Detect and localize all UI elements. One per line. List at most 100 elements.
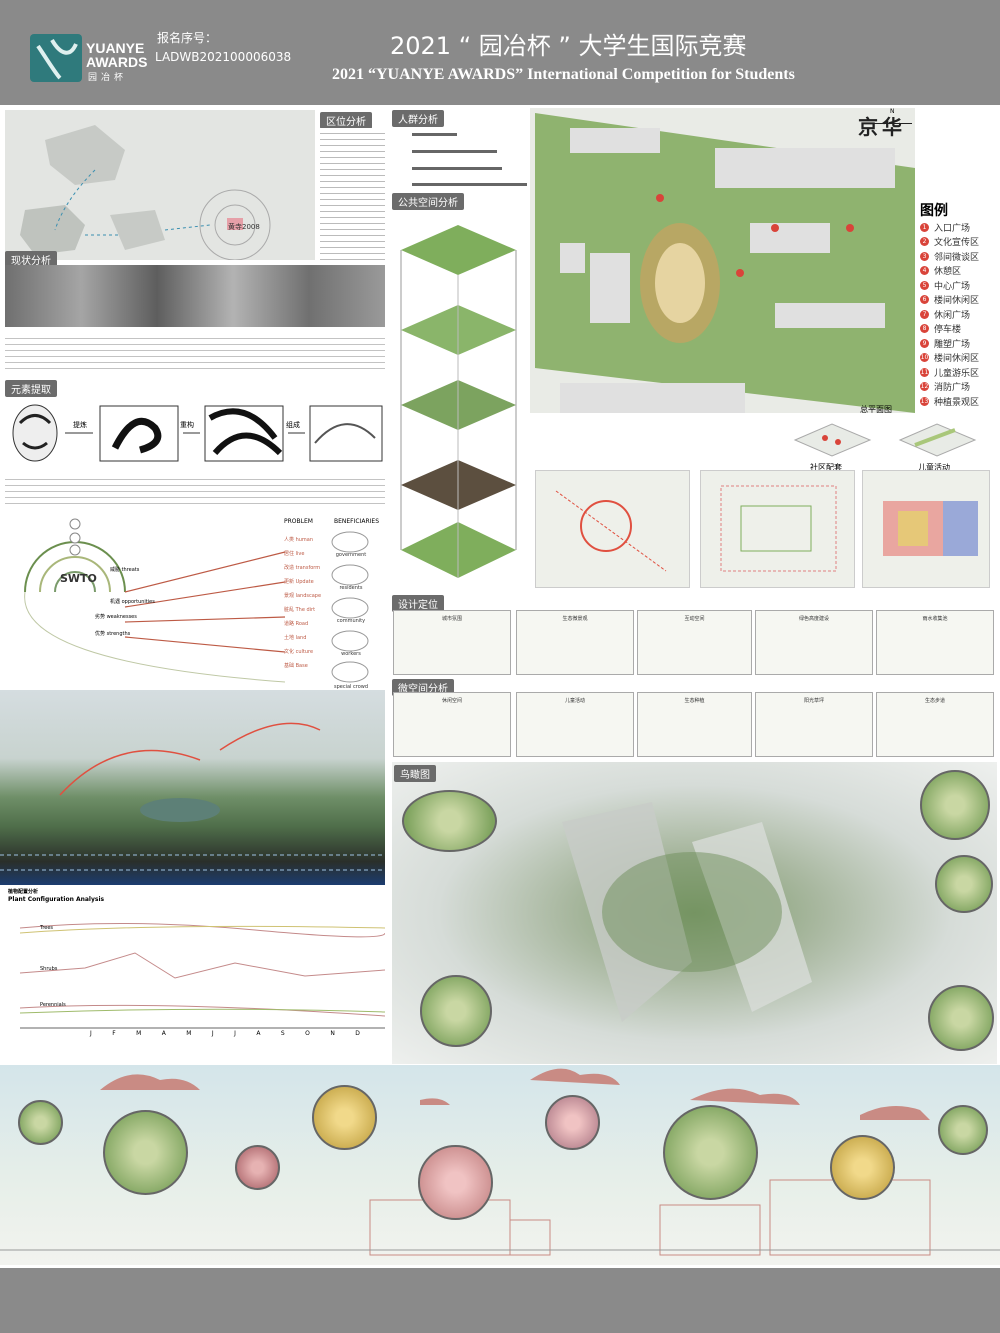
north-arrow-icon [862,123,912,124]
swot-ring-opportunities: 机遇 opportunities [110,599,155,605]
month-label: J [90,1030,92,1037]
problem-item: 居住 live [284,551,305,557]
month-label: M [136,1030,142,1037]
legend-marker-icon: 4 [920,266,929,276]
micro-card: 生态步道 [876,692,994,757]
swot-ring-strengths: 优势 strengths [95,631,131,637]
project-name: 京华 [858,115,906,139]
community-caption: 社区配套 [810,463,842,472]
micro-card: 休闲空间 [393,692,511,757]
community-diagram [790,420,875,460]
plant-configuration-chart [5,888,386,1038]
aerial-detail-circle [920,770,990,840]
design-card: 城市氛围 [393,610,511,675]
title-chinese: 2021 “ 园冶杯 ” 大学生国际竞赛 [390,32,747,60]
elements-diagram [5,398,385,468]
step-compose-label: 组成 [286,421,300,429]
yuanye-logo-icon [30,34,82,82]
tree-detail-circle [312,1085,377,1150]
design-card: 绿色高度建设 [755,610,873,675]
legend-marker-icon: 10 [920,353,929,363]
children-caption: 儿童活动 [918,463,950,472]
month-label: S [280,1030,285,1037]
aerial-detail-circle [420,975,492,1047]
month-label: A [161,1030,166,1037]
elements-text-block [5,474,385,506]
month-label: J [211,1030,214,1037]
legend-title: 图例 [920,203,948,219]
beneficiary-item: residents [339,585,363,591]
location-text-block [320,128,385,260]
rain-garden-section-illustration [0,690,385,885]
tree-detail-circle [663,1105,758,1200]
status-section-title: 现状分析 [5,251,57,268]
legend-marker-icon: 13 [920,396,929,406]
status-text-block [5,333,385,369]
legend-marker-icon: 8 [920,324,929,334]
plant-row-perennials: Perennials [40,1002,66,1008]
step-reconstruct-label: 重构 [180,421,194,429]
beneficiary-item: special crowd [333,684,369,690]
aerial-detail-circle [402,790,497,852]
public-space-section-title: 公共空间分析 [392,193,464,210]
plant-config-title-en: Plant Configuration Analysis [8,896,105,903]
problem-item: 景观 landscape [284,593,322,599]
logo-line3: 园冶杯 [88,73,128,83]
month-label: O [305,1030,310,1037]
legend-marker-icon: 5 [920,280,929,290]
tree-detail-circle [18,1100,63,1145]
logo-line1: YUANYE [86,40,145,56]
tree-detail-circle [938,1105,988,1155]
tree-detail-circle [103,1110,188,1195]
beneficiary-item: government [335,552,367,558]
elements-section-title: 元素提取 [5,380,57,397]
aerial-detail-circle [935,855,993,913]
aerial-section-title: 鸟瞰图 [394,765,436,782]
master-plan-caption: 总平面图 [860,405,892,414]
problem-item: 基础 Base [284,663,308,669]
location-map [5,110,315,261]
problem-item: 土地 land [284,635,307,641]
registration-number: LADWB202100006038 [155,50,292,64]
step-extract-label: 提炼 [73,421,87,429]
design-position-section-title: 设计定位 [392,595,444,612]
location-section-title: 区位分析 [320,112,372,129]
problem-item: 道路 Road [284,621,309,627]
swot-center-label: SWTO [60,572,97,585]
legend-marker-icon: 2 [920,237,929,247]
tree-detail-circle [545,1095,600,1150]
analysis-plan-2 [700,470,855,588]
micro-card: 阳光草坪 [755,692,873,757]
design-card: 生态微景观 [516,610,634,675]
children-diagram [895,420,980,460]
logo-line2: AWARDS [86,54,148,70]
month-axis: J F M A M J J A S O N D [90,1030,360,1037]
problem-item: 改造 transform [284,565,321,571]
problem-item: 文化 culture [284,649,314,655]
plant-row-shrubs: Shrubs [40,966,58,972]
legend-marker-icon: 6 [920,295,929,305]
crowd-section-title: 人群分析 [392,110,444,127]
month-label: J [234,1030,236,1037]
title-english: 2021 “YUANYE AWARDS” International Compe… [332,66,795,83]
tree-detail-circle [235,1145,280,1190]
micro-card: 儿童活动 [516,692,634,757]
legend-marker-icon: 9 [920,338,929,348]
tree-detail-circle [830,1135,895,1200]
micro-space-section-title: 微空间分析 [392,679,454,696]
beneficiaries-list: government residents community workers s… [331,539,371,704]
public-space-layer-diagram [396,210,521,590]
design-card: 互动空间 [637,610,752,675]
footer-bar [0,1268,1000,1333]
month-label: F [112,1030,116,1037]
month-label: A [256,1030,261,1037]
north-arrow-label: N [890,108,895,115]
month-label: M [186,1030,192,1037]
